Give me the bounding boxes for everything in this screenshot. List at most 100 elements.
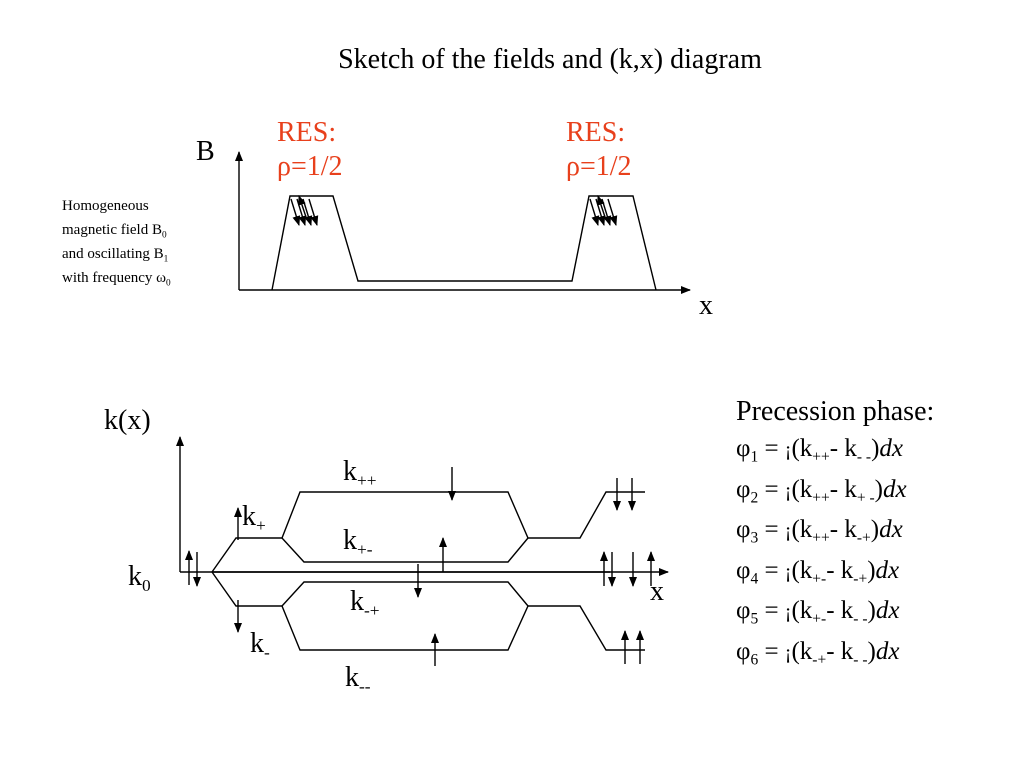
res-label-right: RES: ρ=1/2 xyxy=(566,116,632,184)
k-first-sub: ++ xyxy=(812,529,830,547)
k-second-sub: - - xyxy=(853,650,868,668)
k-minus-plus-label: k-+ xyxy=(350,586,380,621)
dx-term: dx xyxy=(879,435,903,462)
integral-symbol: ¡ xyxy=(784,439,792,461)
dx-term: dx xyxy=(882,475,907,503)
res-label-left-line2: ρ=1/2 xyxy=(277,151,343,182)
k-first: (k xyxy=(791,516,813,543)
k-first-sub: +- xyxy=(812,569,827,587)
precession-row: φ5 = ¡(k+-- k- -)dx xyxy=(736,598,907,639)
k-first: (k xyxy=(791,597,813,624)
k-second: - k xyxy=(829,516,857,543)
k-first-sub: ++ xyxy=(812,448,830,466)
equals-sign: = xyxy=(758,435,785,462)
k-plus-plus-label: k++ xyxy=(343,456,377,491)
equals-sign: = xyxy=(758,556,785,584)
k-second: - k xyxy=(826,556,854,584)
k0-label: k0 xyxy=(128,561,151,596)
close-paren: ) xyxy=(874,475,883,503)
close-paren: ) xyxy=(871,435,880,462)
resonance-arrows-left xyxy=(290,195,319,226)
k-first: (k xyxy=(791,556,813,584)
k-plus-label: k+ xyxy=(242,501,266,536)
equals-sign: = xyxy=(758,597,785,624)
phi-symbol: φ xyxy=(736,637,751,665)
k-second: - k xyxy=(829,435,857,462)
precession-row: φ2 = ¡(k++- k+ -)dx xyxy=(736,477,907,518)
field-note-line2: magnetic field B0 xyxy=(62,222,167,241)
field-note-line4: with frequency ω0 xyxy=(62,270,171,289)
b-axis-label: B xyxy=(196,136,215,167)
phi-index: 4 xyxy=(750,569,759,587)
k-axis-label: k(x) xyxy=(104,405,151,436)
close-paren: ) xyxy=(867,597,876,624)
phi-index: 6 xyxy=(750,650,759,668)
dx-term: dx xyxy=(875,597,900,624)
field-profile xyxy=(271,195,657,291)
k-plus-minus-branch xyxy=(281,537,529,563)
phi-symbol: φ xyxy=(736,597,751,624)
k-plus-plus-branch xyxy=(211,491,645,573)
precession-row: φ1 = ¡(k++- k- -)dx xyxy=(736,436,907,477)
close-paren: ) xyxy=(867,556,876,584)
resonance-arrows-right xyxy=(589,195,618,226)
integral-symbol: ¡ xyxy=(784,520,792,542)
phi-index: 1 xyxy=(750,448,759,466)
k-first-sub: -+ xyxy=(812,650,827,668)
dx-term: dx xyxy=(875,637,900,665)
k-minus-minus-label: k-- xyxy=(345,662,371,697)
k-minus-plus-branch xyxy=(281,581,529,607)
k-first: (k xyxy=(791,475,813,503)
res-label-right-line1: RES: xyxy=(566,117,626,148)
spin-arrows xyxy=(185,467,655,666)
res-label-left-line1: RES: xyxy=(277,117,337,148)
integral-symbol: ¡ xyxy=(784,641,792,664)
field-note-line3: and oscillating B1 xyxy=(62,246,169,265)
field-note: Homogeneous magnetic field B0 and oscill… xyxy=(62,194,171,290)
phi-symbol: φ xyxy=(736,475,751,503)
precession-row: φ4 = ¡(k+-- k-+)dx xyxy=(736,558,907,599)
field-note-line1: Homogeneous xyxy=(62,198,149,214)
k-first-sub: +- xyxy=(812,610,827,628)
k-second-sub: - - xyxy=(853,610,868,628)
precession-row: φ3 = ¡(k++- k-+)dx xyxy=(736,517,907,558)
res-label-right-line2: ρ=1/2 xyxy=(566,151,632,182)
x-axis-label-top: x xyxy=(699,290,713,321)
phi-symbol: φ xyxy=(736,435,751,462)
k-second: - k xyxy=(829,475,857,503)
phi-index: 3 xyxy=(750,529,759,547)
equals-sign: = xyxy=(758,475,785,503)
precession-row: φ6 = ¡(k-+- k- -)dx xyxy=(736,639,907,680)
dx-term: dx xyxy=(875,556,900,584)
k-first-sub: ++ xyxy=(812,488,830,506)
integral-symbol: ¡ xyxy=(784,601,792,623)
k-second-sub: -+ xyxy=(856,529,871,547)
equals-sign: = xyxy=(758,516,785,543)
integral-symbol: ¡ xyxy=(784,479,792,502)
k-second: - k xyxy=(826,597,854,624)
x-axis-label-bottom: x xyxy=(650,576,664,607)
equals-sign: = xyxy=(758,637,785,665)
k-first: (k xyxy=(791,435,813,462)
k-second-sub: + - xyxy=(856,488,875,506)
phi-index: 2 xyxy=(750,488,759,506)
close-paren: ) xyxy=(870,516,880,543)
k-minus-minus-branch xyxy=(211,571,645,651)
close-paren: ) xyxy=(867,637,876,665)
k-second: - k xyxy=(826,637,854,665)
phi-symbol: φ xyxy=(736,516,751,543)
k-plus-minus-label: k+- xyxy=(343,525,373,560)
phi-index: 5 xyxy=(750,610,759,628)
k-second-sub: -+ xyxy=(853,569,868,587)
dx-term: dx xyxy=(879,516,903,543)
k-minus-label: k- xyxy=(250,628,270,663)
res-label-left: RES: ρ=1/2 xyxy=(277,116,343,184)
k-first: (k xyxy=(791,637,813,665)
diagram-title: Sketch of the fields and (k,x) diagram xyxy=(338,44,762,75)
phi-symbol: φ xyxy=(736,556,751,584)
precession-title: Precession phase: xyxy=(736,396,935,427)
k-second-sub: - - xyxy=(856,448,872,466)
integral-symbol: ¡ xyxy=(784,560,792,583)
